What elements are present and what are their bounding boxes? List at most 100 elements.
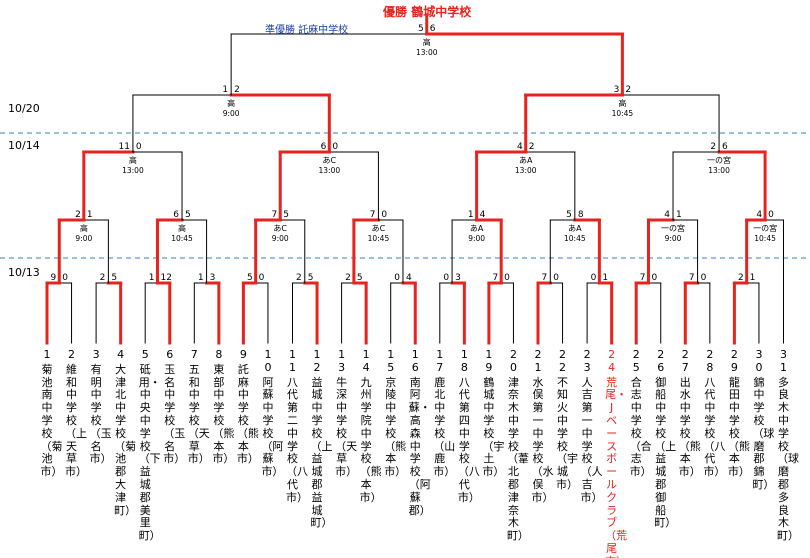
date-label-1013: 10/13: [8, 266, 40, 279]
team-number: 27: [681, 348, 689, 374]
team-name: 南阿蘇・高森中学校（阿蘇郡）: [408, 375, 431, 517]
score-r1-o-top: 2: [738, 273, 744, 283]
time-r2-c: 9:00: [272, 234, 289, 243]
score-r1-a-bottom: 0: [62, 273, 68, 283]
score-r3-d-top: 2: [710, 142, 716, 152]
team-number: 18: [460, 348, 468, 374]
team-name: 津奈木中学校（葦北郡津奈木町）: [506, 375, 529, 543]
team-name: 砥用・中央中学校（下益城郡美里町）: [138, 362, 161, 543]
time-r2-h: 10:45: [754, 234, 776, 243]
champion-label: 優勝 鶴城中学校: [383, 5, 472, 19]
score-r3-c-bottom: 2: [529, 142, 535, 152]
team-name: 水俣第一中学校（水俣市）: [531, 375, 554, 504]
score-r3-a-bottom: 0: [136, 142, 142, 152]
score-r1-m-bottom: 0: [651, 273, 657, 283]
team-name: 京陵中学校（熊本市）: [384, 375, 407, 479]
score-r2-f-bottom: 8: [578, 210, 584, 220]
team-name: 八代中学校（八代市）: [703, 375, 726, 479]
team-name: 玉名中学校（玉名市）: [163, 362, 186, 466]
team-number: 22: [559, 348, 567, 374]
score-r1-i-top: 0: [443, 273, 449, 283]
score-r1-o-bottom: 1: [750, 273, 756, 283]
time-sf-a: 9:00: [223, 109, 240, 118]
venue-sf-a: 高: [227, 98, 235, 108]
team-name: 不知火中学校（宇城市）: [556, 375, 579, 491]
score-r1-e-bottom: 0: [259, 273, 265, 283]
team-number: 26: [657, 348, 665, 374]
team-number: 12: [313, 348, 321, 374]
score-r1-e-top: 5: [247, 273, 253, 283]
score-r3-c-top: 4: [517, 142, 523, 152]
score-r2-a-bottom: 1: [87, 210, 93, 220]
date-label-1014: 10/14: [8, 139, 40, 152]
time-r2-d: 10:45: [368, 234, 390, 243]
time-sf-b: 10:45: [612, 109, 634, 118]
team-number: 20: [509, 348, 517, 374]
score-r1-g-top: 2: [345, 273, 351, 283]
runner-up-label: 準優勝 託麻中学校: [265, 25, 349, 36]
team-name: 牛深中学校（天草市）: [335, 375, 358, 479]
team-number: 11: [289, 348, 296, 374]
team-number: 23: [583, 348, 591, 374]
score-r1-k-bottom: 0: [553, 273, 559, 283]
team-name: 御船中学校（上益城郡御船町）: [654, 375, 677, 530]
team-name: 有明中学校（玉名市）: [89, 362, 112, 466]
team-name: 九州学院中学校（熊本市）: [359, 375, 382, 504]
score-r2-h-top: 4: [756, 210, 762, 220]
score-r1-n-bottom: 0: [701, 273, 707, 283]
score-r1-i-bottom: 3: [455, 273, 461, 283]
score-r2-g-bottom: 1: [676, 210, 682, 220]
time-r2-f: 10:45: [564, 234, 586, 243]
time-r2-e: 9:00: [468, 234, 485, 243]
score-r2-b-bottom: 5: [185, 210, 191, 220]
time-r3-b: 13:00: [319, 166, 341, 175]
score-r1-h-bottom: 4: [406, 273, 412, 283]
score-r1-k-top: 7: [542, 273, 548, 283]
team-name: 八代第四中学校（八代市）: [457, 375, 480, 504]
team-number: 1: [43, 348, 51, 361]
score-r1-j-top: 7: [492, 273, 498, 283]
team-number: 7: [190, 348, 198, 361]
date-label-1020: 10/20: [8, 102, 40, 115]
venue-r2-g: 一の宮: [661, 223, 685, 233]
score-r1-f-top: 2: [296, 273, 302, 283]
team-number: 25: [632, 348, 640, 374]
team-number: 15: [387, 348, 395, 374]
score-final-bottom: 6: [430, 24, 436, 34]
time-r3-d: 13:00: [708, 166, 730, 175]
venue-r3-a: 高: [129, 155, 137, 165]
score-r2-c-top: 7: [271, 210, 277, 220]
score-r2-c-bottom: 5: [283, 210, 289, 220]
time-r2-a: 9:00: [75, 234, 92, 243]
venue-r3-c: あA: [519, 156, 533, 165]
score-r1-d-bottom: 3: [210, 273, 216, 283]
team-name: 五和中学校（天草市）: [187, 362, 210, 466]
